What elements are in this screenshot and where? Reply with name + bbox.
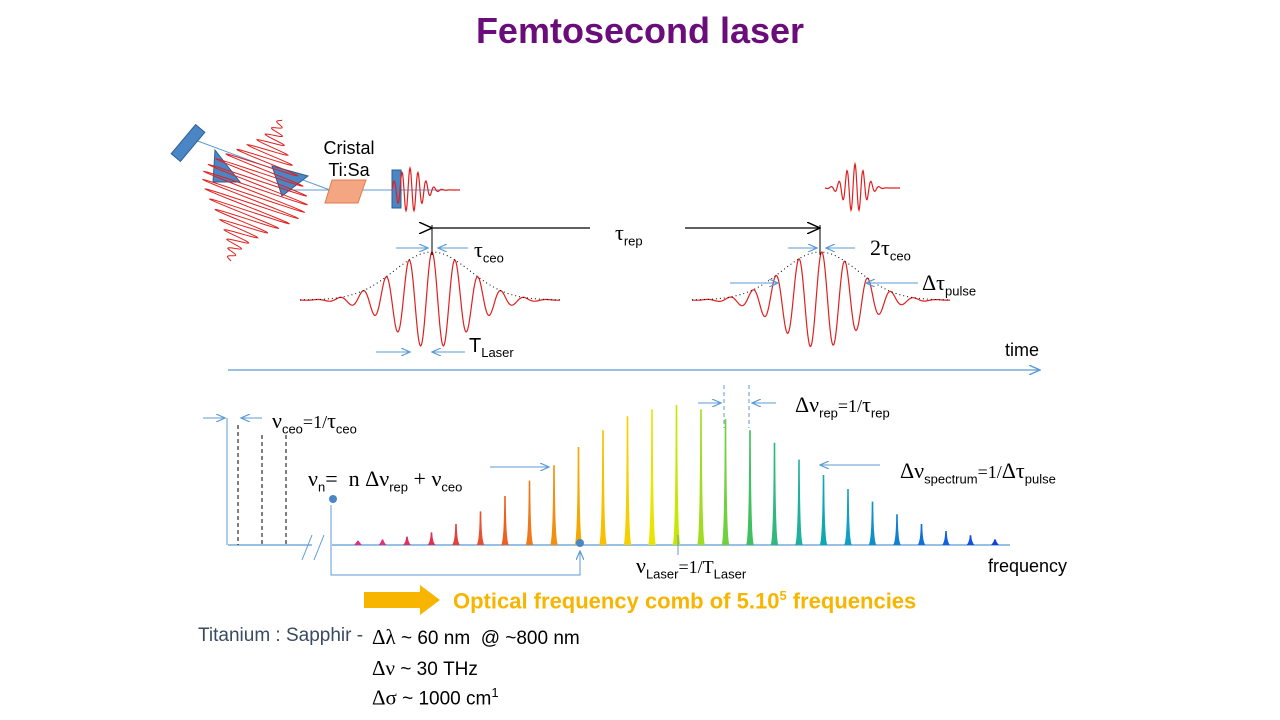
tau-ceo-label: τceo	[474, 237, 504, 266]
delta-nu-rep-label: Δνrep=1/τrep	[795, 392, 890, 421]
comb-line	[550, 465, 558, 545]
crystal-label-line1: Cristal	[323, 138, 375, 158]
comb-line	[770, 442, 779, 545]
output-pulse	[391, 165, 460, 213]
nu-n-formula: νn= n Δνrep + νceo	[308, 466, 463, 495]
comb-line	[525, 480, 534, 545]
crystal-label: Cristal Ti:Sa	[319, 137, 379, 181]
spec-bandwidth-frequency: Δν ~ 30 THz	[372, 656, 478, 680]
comb-line	[501, 496, 509, 545]
pulse-envelope	[692, 251, 950, 301]
comb-line	[378, 539, 387, 545]
axis-break-icon	[301, 534, 313, 561]
comb-line	[452, 524, 460, 545]
mirror-icon	[170, 123, 206, 163]
comb-line	[623, 416, 632, 545]
nu-ceo-label: νceo=1/τceo	[272, 408, 357, 437]
comb-line	[599, 430, 607, 545]
frequency-comb	[354, 405, 999, 545]
frequency-axis-label: frequency	[988, 556, 1068, 576]
chirped-pulse	[202, 119, 308, 262]
comb-line	[942, 531, 950, 545]
time-axis-label: time	[1005, 340, 1040, 360]
pulse-waveform-2	[692, 251, 950, 348]
comb-line	[917, 524, 926, 545]
axis-break-icon	[313, 534, 325, 561]
comb-line	[427, 532, 436, 545]
crystal-label-line2: Ti:Sa	[328, 160, 370, 180]
t-laser-label: TLaser	[469, 335, 514, 360]
pulse-waveform-1	[300, 251, 560, 347]
tau-rep-label: τrep	[615, 220, 643, 249]
pulse-waveforms	[202, 119, 950, 348]
comb-line	[966, 535, 975, 545]
comb-line	[868, 501, 877, 545]
comb-line	[672, 405, 681, 545]
comb-line	[819, 475, 828, 545]
comb-caption: Optical frequency comb of 5.105 frequenc…	[453, 588, 917, 614]
comb-line	[721, 419, 730, 545]
delta-nu-spectrum-label: Δνspectrum=1/Δτpulse	[900, 458, 1056, 487]
material-label: Titanium : Sapphir -	[198, 625, 364, 646]
comb-line	[403, 536, 411, 545]
comb-line	[648, 409, 656, 545]
comb-line	[476, 511, 485, 545]
comb-line	[574, 447, 583, 545]
comb-line	[844, 489, 852, 545]
spec-bandwidth-wavenumber: Δσ ~ 1000 cm1	[372, 685, 499, 710]
slide-title: Femtosecond laser	[475, 10, 805, 51]
comb-line	[354, 540, 362, 545]
spec-bandwidth-wavelength: Δλ ~ 60 nm @ ~800 nm	[372, 625, 580, 649]
comb-line	[697, 409, 705, 545]
nu-n-marker	[329, 495, 337, 503]
nu-n-bracket-arrow	[330, 505, 580, 576]
comb-line	[746, 430, 754, 545]
output-pulse	[824, 161, 900, 213]
laser-cavity-setup	[170, 123, 460, 209]
result-arrow-icon	[364, 585, 440, 615]
delta-tau-pulse-label: Δτpulse	[922, 270, 977, 299]
comb-line	[991, 539, 999, 545]
comb-line	[893, 514, 901, 545]
two-tau-ceo-label: 2τceo	[870, 235, 911, 264]
comb-line	[795, 459, 803, 545]
nu-laser-label: νLaser=1/TLaser	[636, 553, 747, 582]
crystal-icon	[324, 179, 367, 204]
nth-mode-marker	[576, 539, 584, 547]
